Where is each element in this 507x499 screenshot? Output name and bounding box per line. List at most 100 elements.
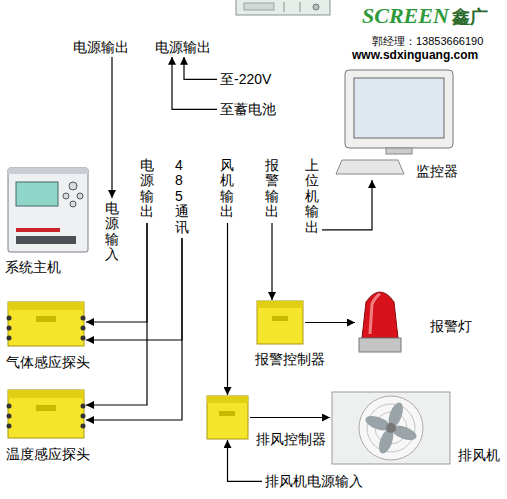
connector-arrow: [271, 223, 272, 300]
exhaust-controller: 排风控制器: [205, 395, 250, 440]
node-label: 电源输入: [105, 201, 119, 263]
power-supply-panel: [244, 3, 274, 10]
node-label: 排风机电源输入: [265, 473, 363, 489]
node-label: 电源输出: [140, 158, 154, 220]
controller-box: [207, 396, 248, 439]
node-label: 电源输出: [73, 39, 129, 55]
node-label: 电源输出: [155, 39, 211, 55]
system-host: [8, 168, 88, 252]
connector-arrow: [86, 238, 182, 420]
cable-gland: [81, 336, 86, 341]
alarm-controller: [257, 301, 303, 344]
fan-hub: [386, 423, 396, 433]
host-screen: [16, 182, 58, 206]
node-label: 风机输出: [220, 158, 234, 220]
component-label: 报警控制器: [255, 351, 325, 368]
component-label: 系统主机: [5, 259, 61, 276]
text-box: 至-220V: [217, 70, 274, 89]
cable-gland: [7, 326, 12, 331]
system-host: 系统主机: [5, 165, 89, 253]
cable-gland: [81, 424, 86, 429]
vertical-text-box: 电源输出: [137, 155, 157, 223]
alarm-controller: 报警控制器: [255, 300, 305, 345]
component-label: 排风控制器: [256, 431, 326, 448]
component-label: 排风机: [458, 447, 500, 464]
fan-frame: [332, 392, 450, 464]
monitor-body: [345, 70, 453, 148]
host-band: [16, 236, 76, 244]
text-box: 电源输出: [70, 38, 132, 57]
cable-gland: [81, 404, 86, 409]
cable-gland: [7, 414, 12, 419]
power-supply-line: [284, 2, 285, 12]
controller-plate: [272, 316, 288, 321]
sensor-plate: [36, 405, 56, 411]
connector-arrow: [172, 57, 217, 110]
monitor: 监控器: [340, 68, 460, 180]
exhaust-fan: [332, 392, 450, 464]
host-key: [77, 193, 83, 199]
monitor: [336, 70, 453, 174]
monitor-stand: [386, 148, 412, 154]
fan-grill: [359, 396, 423, 460]
connector-arrow: [184, 57, 217, 80]
component-label: 监控器: [416, 163, 458, 180]
node-label: 至-220V: [220, 71, 271, 87]
host-key: [70, 201, 76, 207]
connector-arrow: [322, 180, 372, 230]
host-body: [8, 168, 88, 252]
component-label: 温度感应探头: [6, 446, 90, 463]
cable-gland: [7, 316, 12, 321]
node-label: 上位机输出: [305, 158, 319, 235]
connector-arrow: [227, 223, 228, 395]
logo: SCREEN: [362, 4, 449, 28]
temperature-sensor: [7, 390, 86, 438]
vertical-text-box: 上位机输出: [302, 155, 322, 238]
lamp-base: [359, 338, 401, 352]
power-supply-line: [300, 2, 301, 12]
cable-gland: [7, 404, 12, 409]
cable-gland: [7, 336, 12, 341]
text-box: 排风机电源输入: [262, 472, 366, 491]
connector-arrow: [250, 417, 330, 418]
component-label: 气体感应探头: [6, 354, 90, 371]
power-supply: [236, 0, 330, 15]
alarm-lamp: 报警灯: [355, 285, 405, 355]
power-supply-body: [236, 0, 330, 15]
vertical-text-box: 报警输出: [262, 155, 282, 223]
sensor-lid: [8, 390, 84, 398]
node-label: 报警输出: [265, 158, 279, 220]
cable-gland: [7, 424, 12, 429]
cable-gland: [81, 326, 86, 331]
controller-plate: [219, 411, 235, 416]
logo-name: 鑫广: [452, 8, 488, 28]
controller-box: [257, 301, 303, 344]
connector-arrow: [305, 322, 355, 323]
keyboard: [336, 160, 404, 174]
exhaust-controller: [207, 396, 248, 439]
node-label: 485通讯: [175, 158, 189, 235]
connector-arrow: [111, 57, 112, 198]
cable-gland: [81, 316, 86, 321]
component-label: 报警灯: [430, 318, 472, 335]
vertical-text-box: 风机输出: [217, 155, 237, 223]
lamp-dome: [362, 292, 398, 338]
connector-arrow: [86, 238, 182, 340]
exhaust-fan: 排风机: [330, 390, 452, 465]
node-label: 至蓄电池: [220, 101, 276, 117]
vertical-text-box: 电源输入: [102, 198, 122, 266]
controller-lid: [257, 301, 303, 308]
alarm-lamp: [359, 292, 401, 352]
sensor-box: [8, 302, 84, 346]
vertical-text-box: 485通讯: [172, 155, 192, 238]
website-note: www.sdxinguang.com: [352, 49, 478, 62]
host-stripe: [16, 228, 60, 232]
text-box: 电源输出: [152, 38, 214, 57]
power-supply-knob: [313, 4, 319, 10]
sensor-box: [8, 390, 84, 438]
text-box: 至蓄电池: [217, 100, 279, 119]
host-key: [69, 182, 77, 190]
sensor-plate: [36, 316, 56, 322]
lamp-highlight: [370, 294, 380, 334]
contact-note: 郭经理：13853666190: [372, 35, 483, 47]
